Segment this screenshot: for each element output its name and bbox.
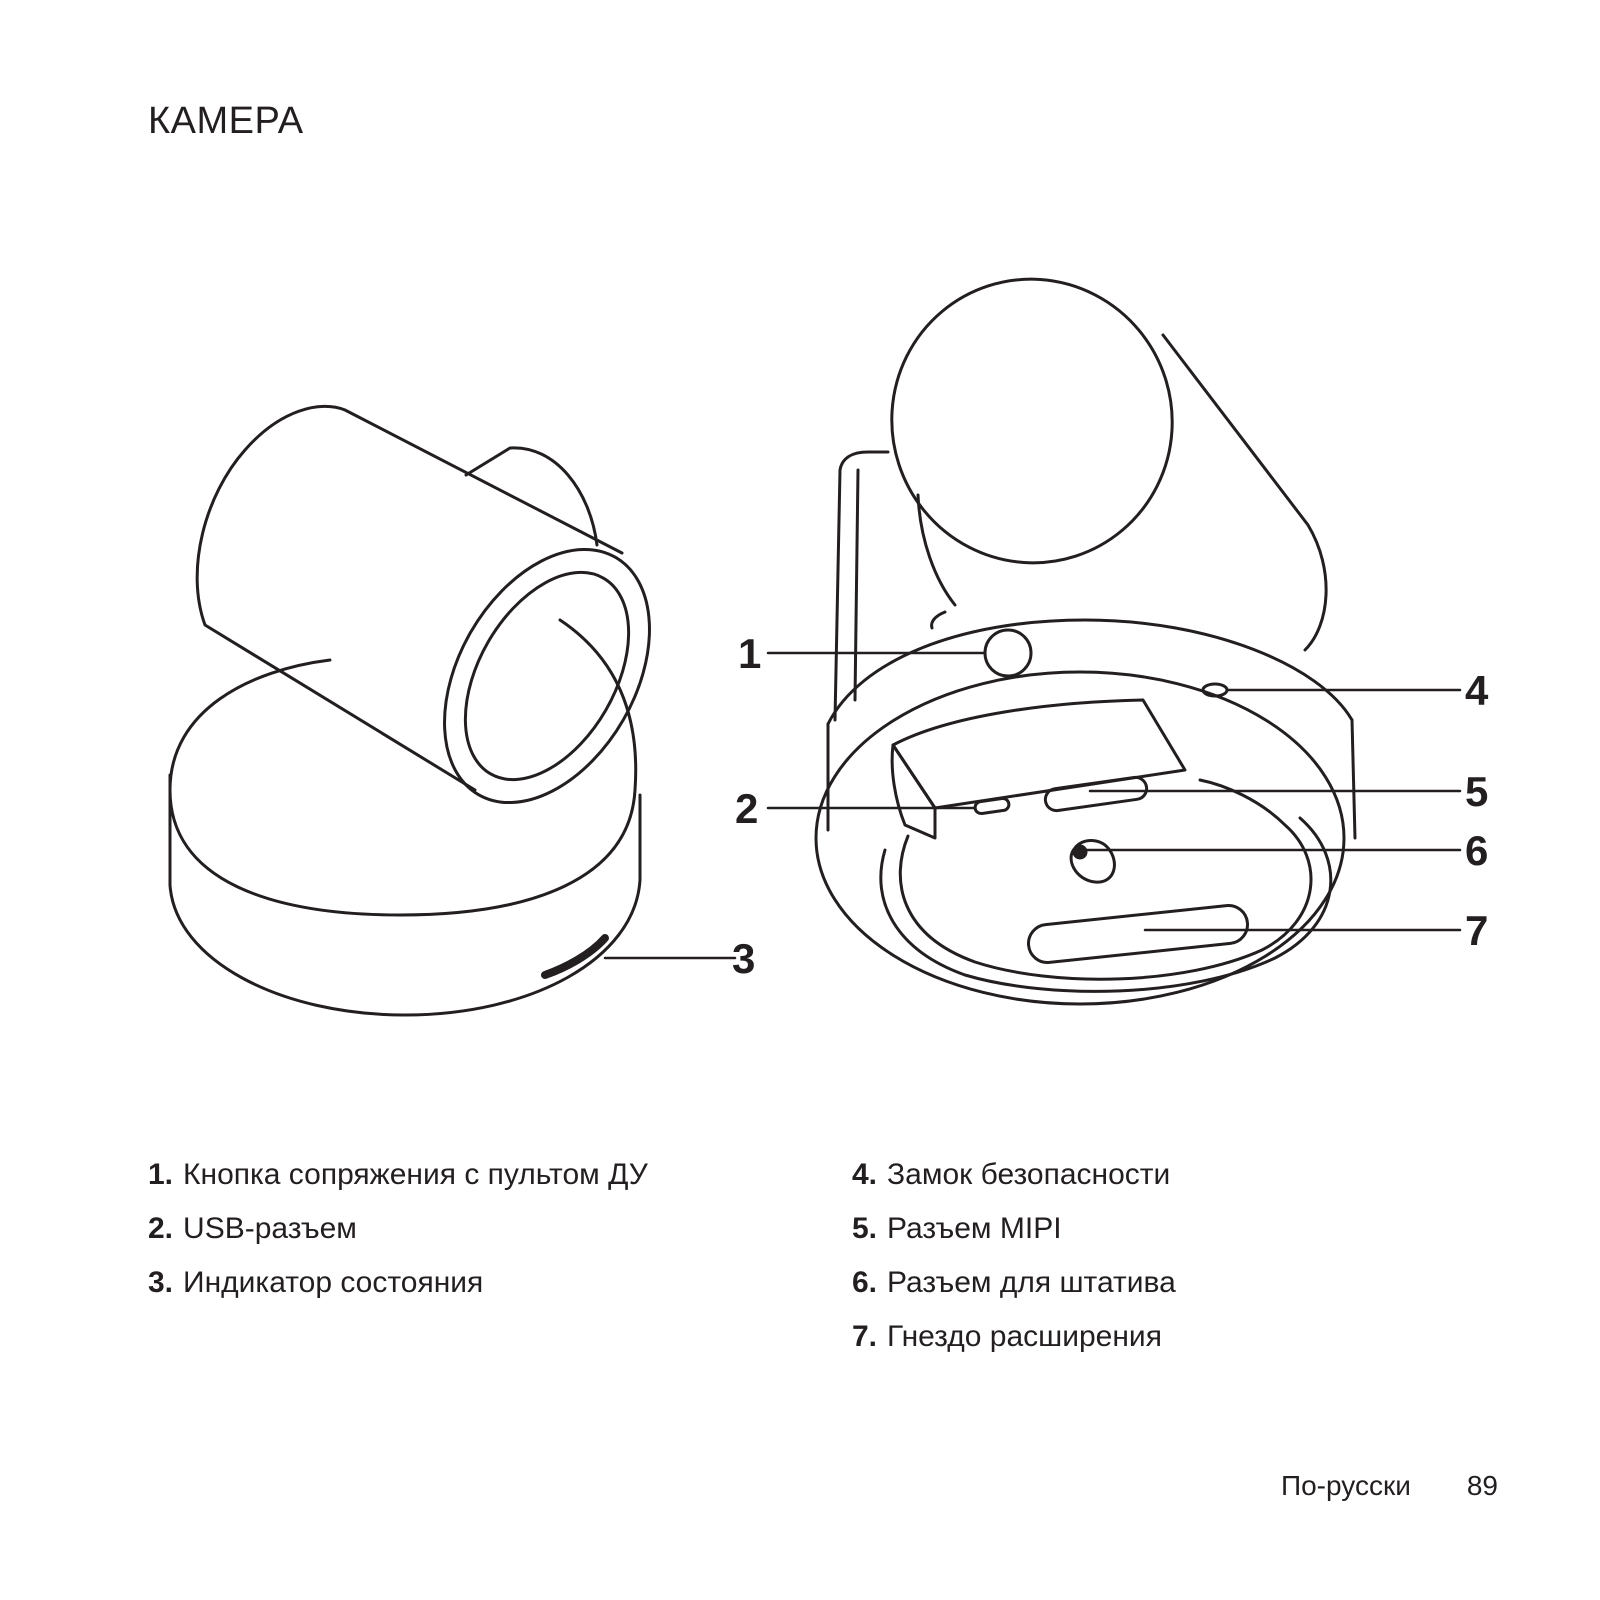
leader-lines [603,651,1462,960]
callout-2: 2 [735,785,758,832]
front-view-camera [168,404,651,1017]
callout-1: 1 [738,630,761,677]
legend-item-7: 7. Гнездо расширения [852,1310,1176,1364]
pairing-button [983,628,1033,678]
expansion-slot [1026,903,1250,965]
callout-7: 7 [1465,907,1488,954]
footer-language: По-русски [1280,1470,1411,1501]
callout-numbers: 1 2 3 4 5 6 7 [732,630,1489,982]
usb-port [973,796,1011,816]
camera-illustration: 1 2 3 4 5 6 7 [168,277,1489,1017]
rear-yoke [833,450,890,722]
legend-item-1: 1. Кнопка сопряжения с пультом ДУ [148,1148,648,1202]
legend-left-column: 1. Кнопка сопряжения с пультом ДУ 2. USB-р… [148,1148,648,1310]
front-lens-inner [463,570,631,782]
connector-block-side [890,743,937,840]
legend-num: 7. [852,1320,878,1353]
page-footer: По-русски 89 [1281,1470,1498,1502]
front-base-side [168,773,642,1017]
legend-right-column: 4. Замок безопасности 5. Разъем MIPI 6. Раз… [852,1148,1176,1364]
front-rear-hub [464,446,599,547]
callout-3: 3 [732,935,755,982]
callout-6: 6 [1465,827,1488,874]
tripod-mount-hole [1072,844,1088,860]
legend-num: 5. [852,1212,878,1245]
connector-block [891,698,1187,810]
page-number: 89 [1466,1470,1498,1501]
legend-text: Разъем для штатива [887,1266,1176,1299]
bottom-view-camera [814,277,1357,1006]
legend-text: Разъем MIPI [887,1212,1062,1245]
tripod-mount [1069,839,1116,884]
rear-head-face [890,277,1174,565]
legend-text: Замок безопасности [887,1158,1171,1191]
legend-item-2: 2. USB-разъем [148,1202,648,1256]
mipi-port [1043,775,1149,813]
legend-num: 3. [148,1266,174,1299]
rear-yoke-foot [930,610,947,630]
status-indicator [541,934,609,979]
base-top-rim [826,618,1354,726]
legend-text: Кнопка сопряжения с пультом ДУ [183,1158,648,1191]
base-inner-ring [898,778,1313,981]
legend-num: 6. [852,1266,878,1299]
page-title: КАМЕРА [148,100,304,142]
legend-num: 1. [148,1158,174,1191]
front-base-top [168,618,638,917]
legend-num: 2. [148,1212,174,1245]
legend-text: USB-разъем [183,1212,357,1245]
callout-4: 4 [1465,667,1489,714]
base-underside [814,670,1346,1006]
front-lens-outer [443,547,651,805]
legend-item-4: 4. Замок безопасности [852,1148,1176,1202]
base-side-wall [826,718,1357,840]
legend-item-6: 6. Разъем для штатива [852,1256,1176,1310]
legend-text: Гнездо расширения [887,1320,1162,1353]
legend-item-5: 5. Разъем MIPI [852,1202,1176,1256]
legend-num: 4. [852,1158,878,1191]
base-inner-ring-inner [879,816,1333,993]
front-cylinder-body [195,404,624,792]
legend-text: Индикатор состояния [183,1266,484,1299]
legend-item-3: 3. Индикатор состояния [148,1256,648,1310]
callout-5: 5 [1465,768,1488,815]
rear-head-body [916,333,1328,652]
